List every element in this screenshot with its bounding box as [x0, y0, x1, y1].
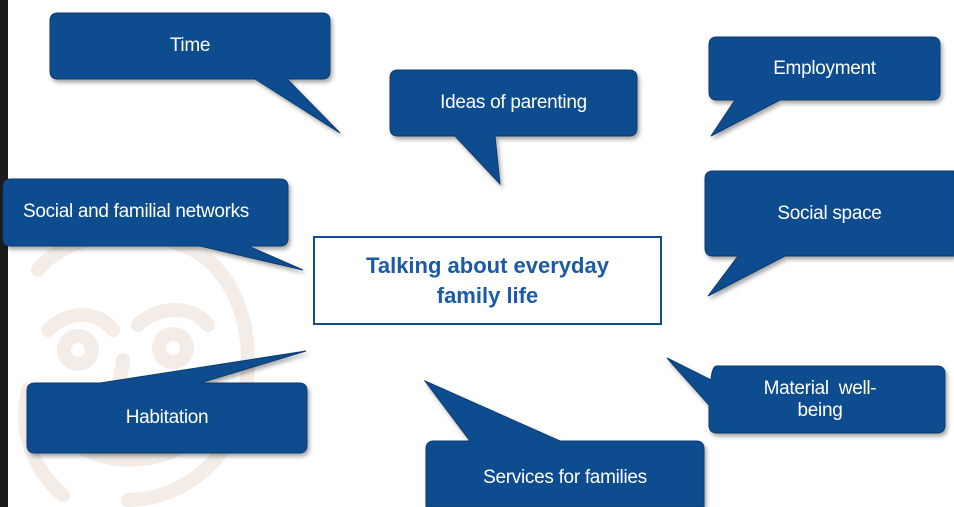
center-topic-title: Talking about everyday family life: [366, 252, 609, 308]
bubble-ideas-of-parenting-shape: [389, 69, 638, 186]
bubble-social-familial-networks-shape: [2, 178, 304, 271]
bubble-material-well-being-shape: [666, 357, 946, 434]
bubble-habitation-shape: [26, 350, 308, 454]
bubble-ideas-of-parenting-label: Ideas of parenting: [440, 92, 587, 113]
bubble-time-label: Time: [169, 35, 211, 56]
bubble-social-space-shape: [704, 170, 954, 297]
bubble-social-space-label: Social space: [777, 202, 882, 224]
bubble-time-shape: [49, 12, 341, 134]
bubble-habitation-label: Habitation: [125, 407, 209, 428]
bubble-employment-label: Employment: [773, 57, 876, 79]
bubble-employment-shape: [708, 36, 941, 137]
bubble-material-well-being-label: Material well-being: [763, 377, 877, 421]
slide-left-border: [0, 0, 8, 507]
bubble-services-for-families-shape: [423, 379, 705, 507]
bubble-social-familial-networks-label: Social and familial networks: [22, 201, 250, 222]
bubble-services-for-families-label: Services for families: [483, 466, 647, 488]
center-topic-box: Talking about everyday family life: [313, 236, 662, 325]
